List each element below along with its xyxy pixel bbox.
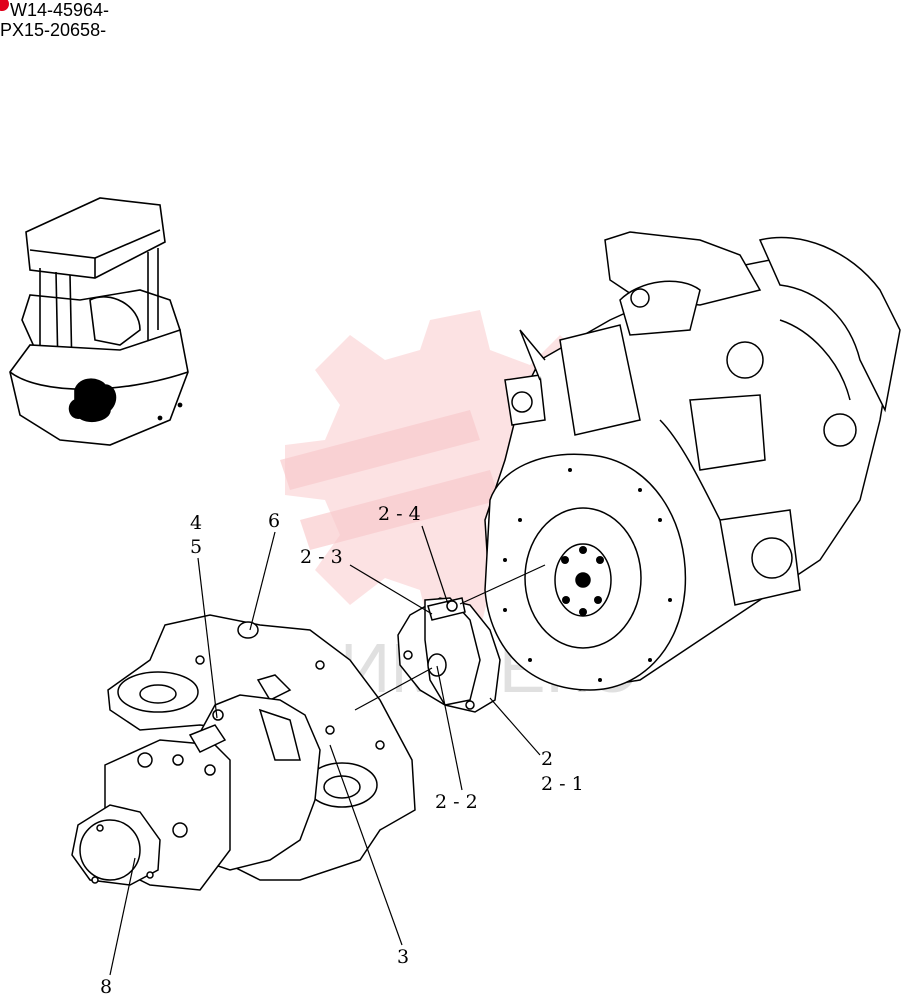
serial-number-1: W14-45964- (0, 0, 109, 20)
engine-assembly (484, 231, 901, 691)
callout-2-4: 2 - 4 (378, 503, 421, 525)
callouts: 4 5 6 2 - 3 2 - 4 2 2 - 1 2 - 2 3 8 (100, 503, 584, 998)
callout-2-3: 2 - 3 (300, 546, 343, 568)
callout-3: 3 (397, 946, 409, 968)
callout-2-2: 2 - 2 (435, 791, 478, 813)
coupling-part-2 (397, 597, 501, 713)
callout-6: 6 (268, 510, 280, 532)
marker-dot-icon (0, 0, 9, 11)
serial-number-1-text: W14-45964- (10, 0, 110, 20)
callout-5: 5 (190, 536, 202, 558)
serial-number-2: PX15-20658- (0, 20, 106, 40)
serial-number-2-text: PX15-20658- (0, 20, 107, 40)
callout-4: 4 (190, 512, 202, 534)
hydraulic-pump-part-8 (71, 694, 321, 891)
callout-8: 8 (100, 976, 112, 998)
callout-2: 2 (541, 748, 553, 770)
leader-lines (109, 525, 546, 976)
machine-thumbnail (9, 197, 189, 446)
callout-2-1: 2 - 1 (541, 773, 584, 795)
